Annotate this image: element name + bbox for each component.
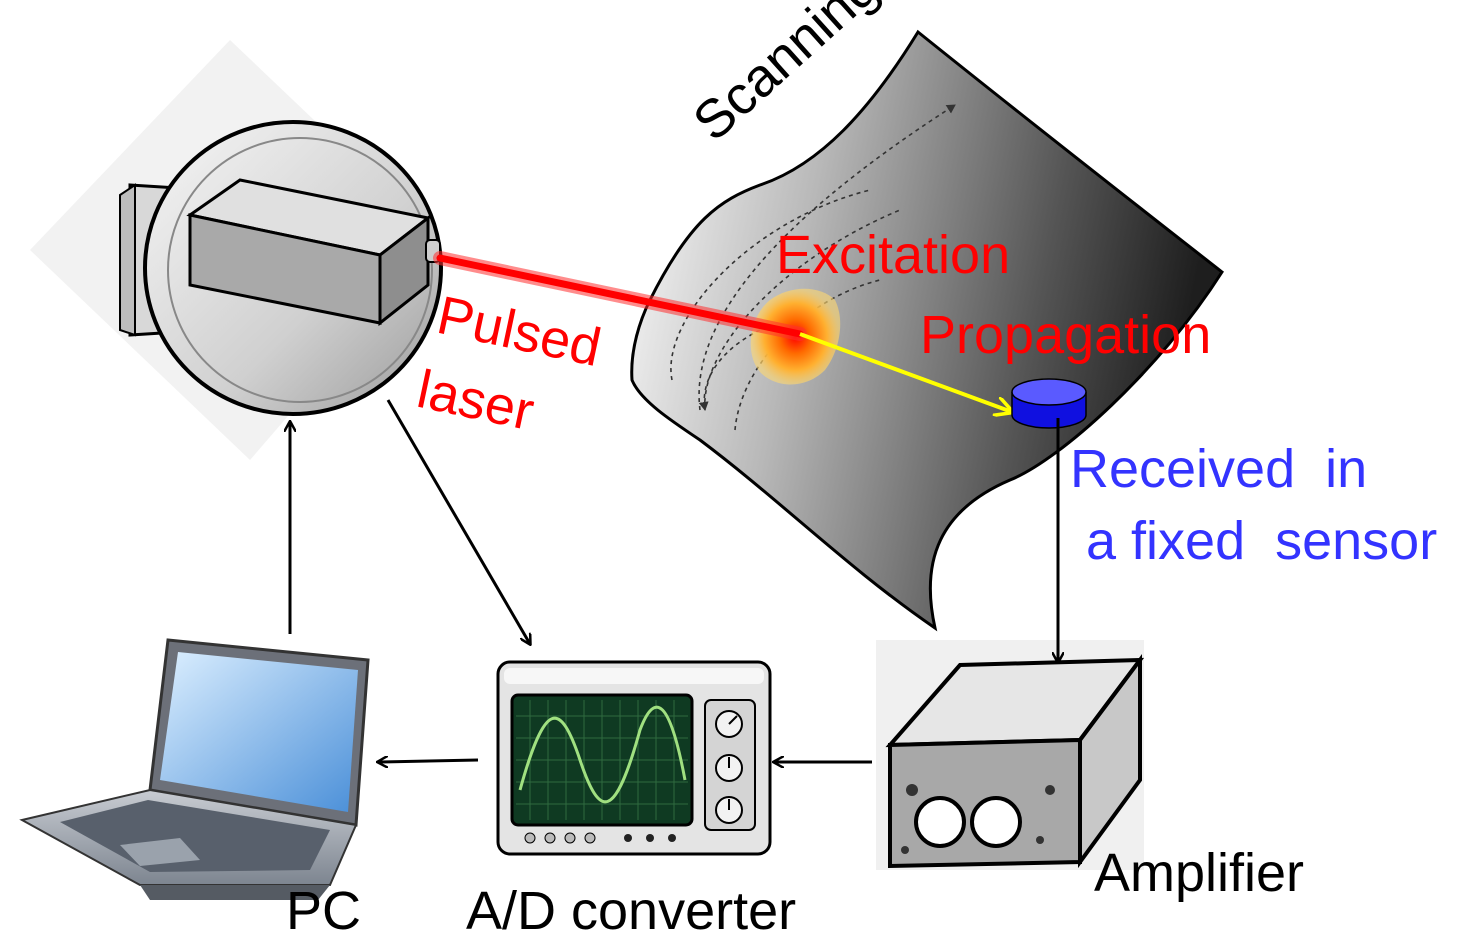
arrow-laser-to-converter <box>386 399 530 644</box>
propagation-label: Propagation <box>920 305 1212 365</box>
laser-beam-core <box>436 254 804 338</box>
received-label-line2: a fixed sensor <box>1086 511 1438 571</box>
sensor-puck-icon <box>1011 378 1087 429</box>
propagation-arrow <box>799 332 1012 412</box>
received-label-line1: Received in <box>1070 439 1368 499</box>
laser-scanner-icon <box>30 40 443 460</box>
pc-label: PC <box>286 881 362 941</box>
excitation-label: Excitation <box>776 225 1011 285</box>
laptop-icon <box>19 638 370 900</box>
oscilloscope-icon <box>496 660 772 856</box>
amplifier-label: Amplifier <box>1094 843 1305 903</box>
specimen-plate <box>630 29 1224 632</box>
ad-converter-label: A/D converter <box>466 881 797 941</box>
arrow-converter-to-pc <box>378 760 479 762</box>
amplifier-box-icon <box>876 640 1145 870</box>
